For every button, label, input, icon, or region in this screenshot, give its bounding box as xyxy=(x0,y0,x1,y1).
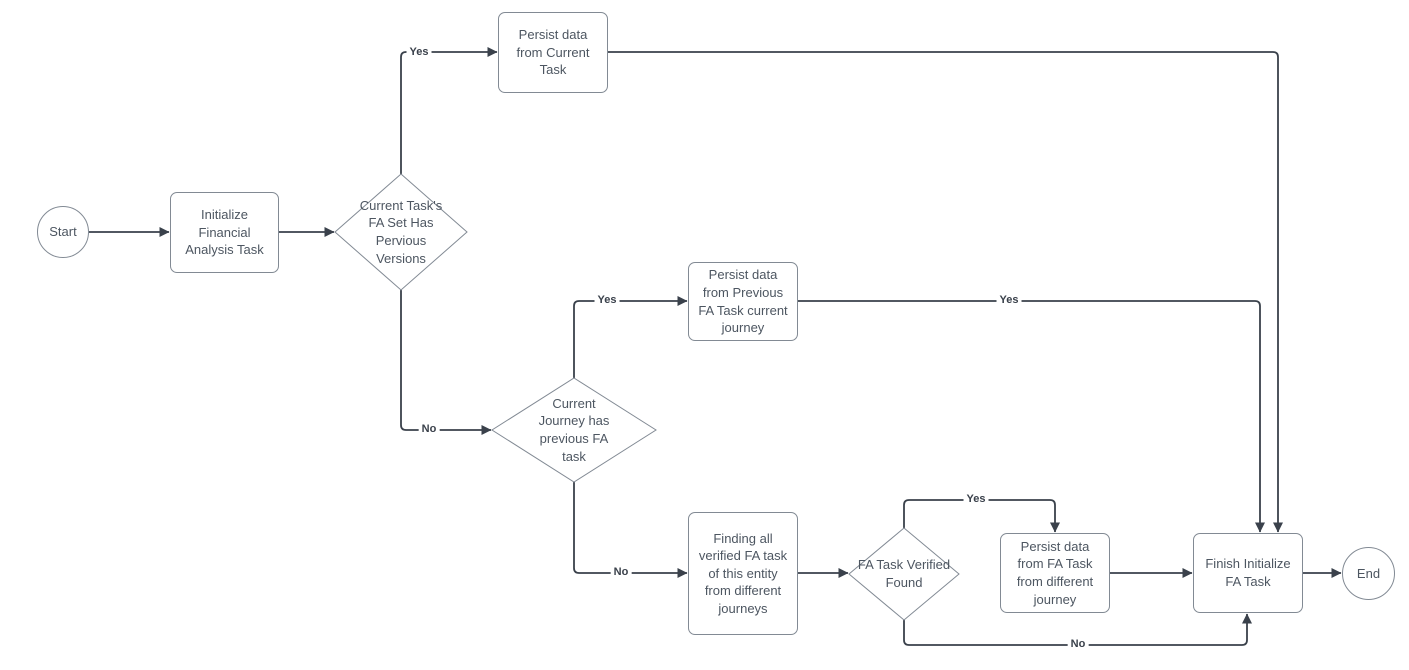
end-node-label: End xyxy=(1356,565,1381,581)
decision-current-task-fa-set[interactable] xyxy=(334,173,468,291)
process-finding-verified-fa-tasks-label: Finding all verified FA task of this ent… xyxy=(698,530,788,616)
decision-current-journey[interactable] xyxy=(491,377,657,483)
edge-label-d1-no: No xyxy=(418,423,440,435)
edges-group xyxy=(89,47,1342,646)
edge-d2-no-finding[interactable] xyxy=(573,482,688,578)
process-persist-current-task[interactable]: Persist data from Current Task xyxy=(498,12,608,93)
start-node-label: Start xyxy=(49,224,77,240)
edge-d1-yes-persist-current[interactable] xyxy=(400,47,498,174)
process-persist-different-journey-label: Persist data from FA Task from different… xyxy=(1016,538,1094,607)
edge-persist-previous-finish[interactable] xyxy=(798,300,1265,533)
edge-d1-no-d2[interactable] xyxy=(400,290,492,435)
edge-label-d2-no: No xyxy=(610,566,632,578)
edge-label-d3-no: No xyxy=(1067,638,1089,650)
edge-d2-yes-persist-previous[interactable] xyxy=(573,296,688,378)
edge-label-d3-yes: Yes xyxy=(963,493,989,505)
edge-persist-current-finish[interactable] xyxy=(608,51,1283,533)
decision-fa-task-verified[interactable] xyxy=(848,527,960,621)
decision-shapes-group xyxy=(334,173,960,621)
edge-label-persist-previous-yes: Yes xyxy=(996,294,1022,306)
end-node[interactable]: End xyxy=(1342,547,1395,600)
edge-label-d1-yes: Yes xyxy=(406,46,432,58)
process-finish-initialize-fa-task-label: Finish Initialize FA Task xyxy=(1205,556,1291,589)
edge-label-d2-yes: Yes xyxy=(594,294,620,306)
start-node[interactable]: Start xyxy=(37,206,89,258)
process-initialize-fa-task-label: Initialize Financial Analysis Task xyxy=(185,207,264,258)
process-persist-previous-fa-task[interactable]: Persist data from Previous FA Task curre… xyxy=(688,262,798,341)
process-finish-initialize-fa-task[interactable]: Finish Initialize FA Task xyxy=(1193,533,1303,613)
process-persist-different-journey[interactable]: Persist data from FA Task from different… xyxy=(1000,533,1110,613)
process-persist-current-task-label: Persist data from Current Task xyxy=(516,27,590,78)
process-persist-previous-fa-task-label: Persist data from Previous FA Task curre… xyxy=(698,267,788,336)
process-finding-verified-fa-tasks[interactable]: Finding all verified FA task of this ent… xyxy=(688,512,798,635)
process-initialize-fa-task[interactable]: Initialize Financial Analysis Task xyxy=(170,192,279,273)
